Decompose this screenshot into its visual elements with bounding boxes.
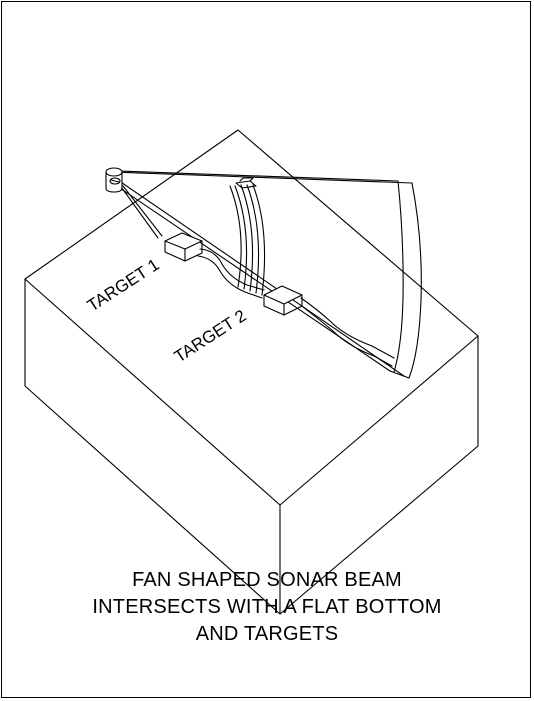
- target-2-box: [263, 285, 303, 316]
- seafloor-trace: [118, 183, 395, 367]
- caption-line-1: FAN SHAPED SONAR BEAM: [132, 569, 402, 591]
- target-1-box: [164, 232, 203, 262]
- caption-line-3: AND TARGETS: [195, 623, 339, 645]
- sonar-transducer-icon: [105, 167, 123, 193]
- beam-intersection-stripes: [229, 177, 266, 296]
- figure-caption: FAN SHAPED SONAR BEAM INTERSECTS WITH A …: [0, 567, 534, 648]
- caption-line-2: INTERSECTS WITH A FLAT BOTTOM: [92, 596, 442, 618]
- seafloor-block: [24, 129, 479, 615]
